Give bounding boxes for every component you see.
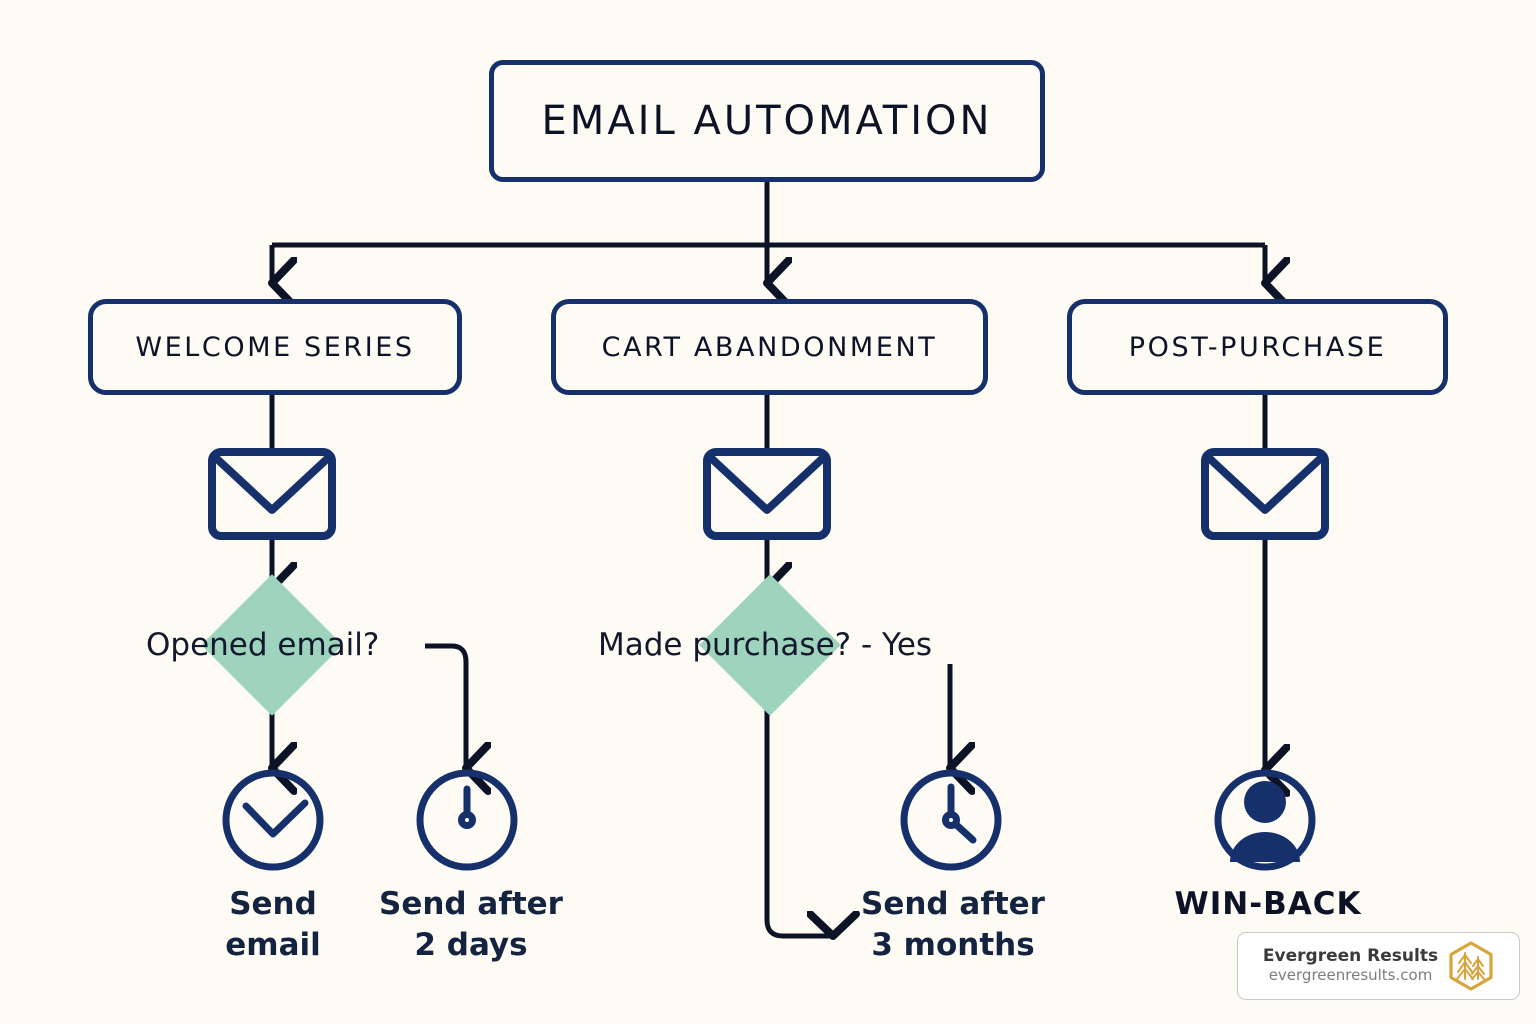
node-label: WELCOME SERIES: [135, 331, 415, 363]
connector-decision-to-send-2days: [425, 643, 466, 768]
envelope-icon: [703, 448, 831, 540]
decision-label-made-purchase: Made purchase? - Yes: [598, 627, 933, 663]
node-email-automation[interactable]: EMAIL AUTOMATION: [489, 60, 1045, 182]
watermark-brand: Evergreen Results: [1262, 946, 1439, 967]
node-label: EMAIL AUTOMATION: [541, 98, 993, 144]
clock-icon: [416, 769, 518, 871]
envelope-icon: [1201, 448, 1329, 540]
node-welcome-series[interactable]: WELCOME SERIES: [88, 299, 462, 395]
user-icon: [1214, 769, 1316, 871]
decision-label-opened-email: Opened email?: [146, 627, 380, 663]
leaf-label-send-after-3-months: Send after 3 months: [861, 886, 1045, 963]
node-label: CART ABANDONMENT: [601, 331, 938, 363]
leaf-label-send-email: Send email: [225, 886, 321, 963]
connector-decision-cart-no-path: [764, 700, 833, 936]
pine-tree-hexagon-icon: [1449, 941, 1493, 991]
clock-icon: [900, 769, 1002, 871]
watermark-text: Evergreen Results evergreenresults.com: [1263, 946, 1438, 986]
node-cart-abandonment[interactable]: CART ABANDONMENT: [551, 299, 988, 395]
envelope-icon: [208, 448, 336, 540]
leaf-label-win-back: WIN-BACK: [1174, 886, 1362, 922]
node-post-purchase[interactable]: POST-PURCHASE: [1067, 299, 1448, 395]
watermark-badge[interactable]: Evergreen Results evergreenresults.com: [1237, 932, 1520, 1000]
node-label: POST-PURCHASE: [1128, 331, 1387, 363]
leaf-label-send-after-2-days: Send after 2 days: [379, 886, 563, 963]
clock-check-icon: [222, 769, 324, 871]
watermark-url: evergreenresults.com: [1268, 966, 1433, 985]
